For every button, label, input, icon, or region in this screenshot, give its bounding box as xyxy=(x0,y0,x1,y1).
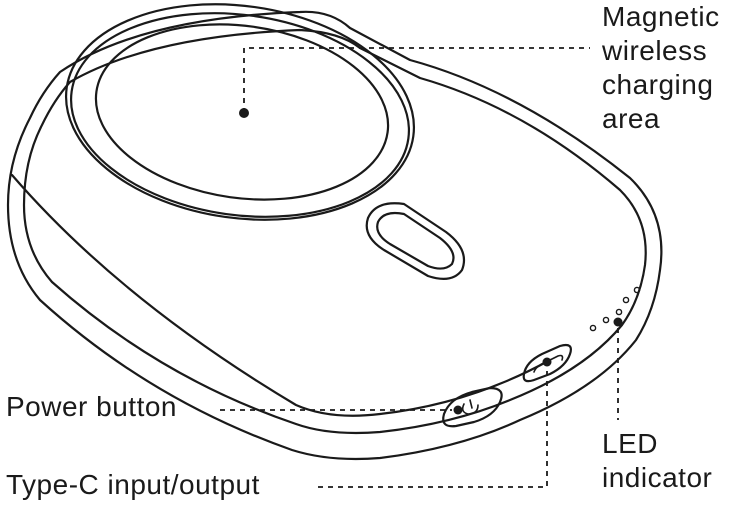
type-c-marker xyxy=(542,357,552,367)
device-top-face xyxy=(22,28,647,435)
kickstand-button-outer xyxy=(365,202,466,281)
magnetic-ring-inner xyxy=(94,23,390,201)
type-c-port-shape xyxy=(522,343,572,383)
magnetic-area-label-line-4: area xyxy=(602,103,661,134)
type-c-leader-line xyxy=(318,368,548,488)
led-indicator-label-line-1: LED xyxy=(602,428,658,459)
led-dot-1 xyxy=(589,324,597,332)
power-button-label: Power button xyxy=(6,391,177,422)
led-indicator-label: LED indicator xyxy=(602,427,712,495)
device-side-edge xyxy=(10,173,552,417)
magnetic-area-label-line-2: wireless xyxy=(602,35,708,66)
led-dot-3 xyxy=(615,308,623,316)
led-indicator-label-line-2: indicator xyxy=(602,462,713,493)
magnetic-ring-outer xyxy=(64,3,416,221)
magnetic-area-label-line-1: Magnetic xyxy=(602,1,720,32)
power-button-shape xyxy=(442,386,503,428)
power-icon xyxy=(461,399,479,415)
led-indicator-marker xyxy=(613,317,623,327)
power-button-marker xyxy=(453,405,463,415)
magnetic-leader-line xyxy=(243,47,590,113)
type-c-port-inner xyxy=(533,354,564,373)
magnetic-area-label-line-3: charging xyxy=(602,69,714,100)
led-dot-5 xyxy=(633,286,641,294)
device-body-outline xyxy=(6,10,663,461)
type-c-label: Type-C input/output xyxy=(6,469,260,500)
magnetic-ring-edge xyxy=(69,12,411,218)
kickstand-button-inner xyxy=(376,211,455,270)
magnetic-area-label: Magnetic wireless charging area xyxy=(602,0,720,136)
led-dot-2 xyxy=(602,316,610,324)
led-dot-4 xyxy=(622,296,630,304)
